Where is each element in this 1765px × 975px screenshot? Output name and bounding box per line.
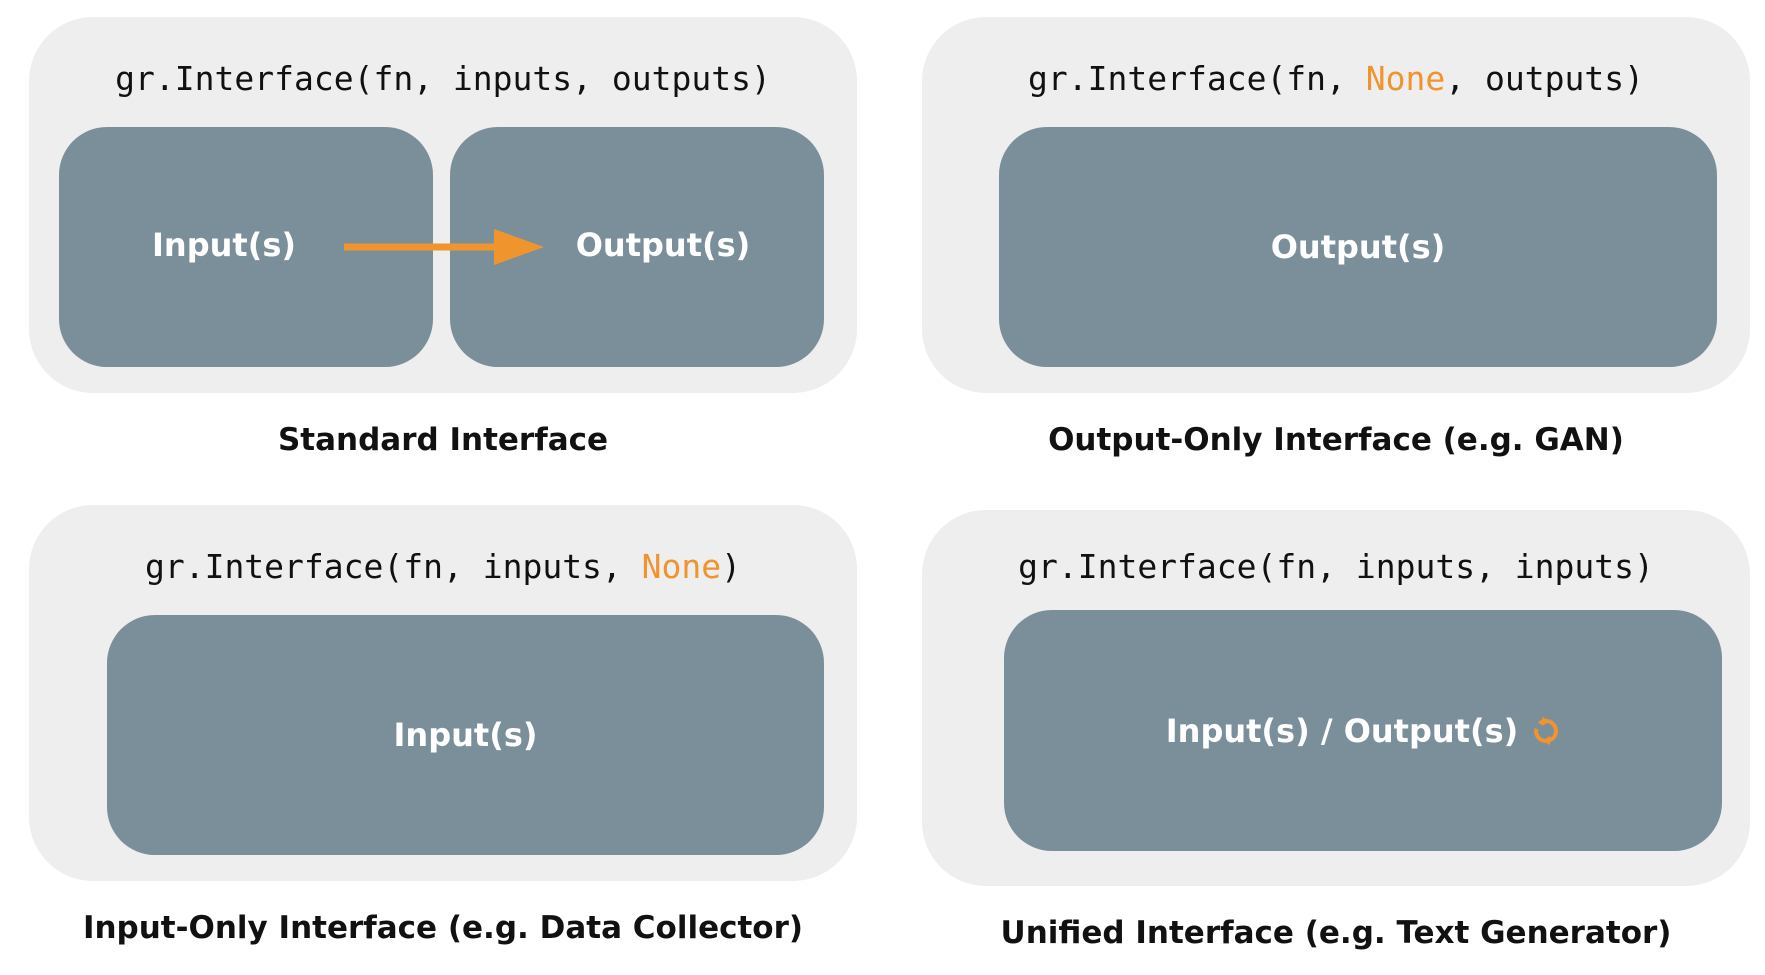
unified-interface-code: gr.Interface(fn, inputs, inputs) bbox=[1018, 547, 1654, 586]
output-only-interface-caption: Output-Only Interface (e.g. GAN) bbox=[1048, 422, 1624, 458]
standard-interface-code: gr.Interface(fn, inputs, outputs) bbox=[115, 59, 771, 98]
input-only-interface-caption: Input-Only Interface (e.g. Data Collecto… bbox=[82, 910, 804, 946]
standard-interface-caption: Standard Interface bbox=[277, 422, 609, 458]
input-only-interface-panel: gr.Interface(fn, inputs, None) Input(s) bbox=[29, 505, 857, 881]
output-box-label: Output(s) bbox=[575, 226, 751, 264]
output-only-interface-panel: gr.Interface(fn, None, outputs) Output(s… bbox=[922, 17, 1750, 393]
input-output-box-label: Input(s) / Output(s) bbox=[1165, 711, 1519, 750]
input-box-label: Input(s) bbox=[152, 226, 296, 264]
arrow-right-icon bbox=[344, 229, 544, 265]
input-output-box: Input(s) / Output(s) bbox=[1004, 610, 1722, 851]
standard-interface-panel: gr.Interface(fn, inputs, outputs) bbox=[29, 17, 857, 393]
cycle-icon bbox=[1534, 716, 1559, 745]
output-only-interface-code: gr.Interface(fn, None, outputs) bbox=[1028, 59, 1644, 98]
input-box: Input(s) bbox=[107, 615, 824, 855]
output-box: Output(s) bbox=[999, 127, 1717, 367]
unified-interface-caption: Unified Interface (e.g. Text Generator) bbox=[1000, 915, 1672, 951]
input-only-interface-code: gr.Interface(fn, inputs, None) bbox=[144, 547, 742, 586]
unified-interface-panel: gr.Interface(fn, inputs, inputs) Input(s… bbox=[922, 510, 1750, 886]
output-box-label: Output(s) bbox=[1270, 228, 1446, 266]
input-box-label: Input(s) bbox=[393, 716, 538, 754]
